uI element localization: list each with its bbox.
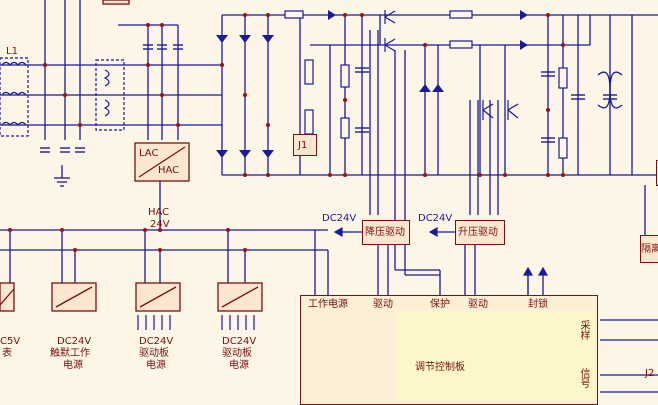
main-inverter-box [656, 160, 658, 186]
isolation-label: 隔离 [641, 244, 658, 255]
buck-drive-label: 降压驱动 [365, 227, 405, 238]
meter-label: 表 [2, 348, 12, 359]
boost-drive-box [455, 220, 505, 245]
dc24v-a-label: DC24V [57, 336, 92, 347]
j1-box [293, 134, 317, 156]
input-inductor [0, 57, 125, 137]
isolation-box [640, 235, 658, 263]
dc24v-c-desc: 驱动板 [222, 348, 252, 359]
hac-label: HAC [158, 165, 180, 176]
transformer-core [597, 71, 623, 109]
diodes [216, 10, 528, 158]
control-board-inner-shade [395, 310, 595, 400]
dc24v-a-sub: 电源 [63, 360, 83, 371]
boost-drive-label: 升压驱动 [458, 227, 498, 238]
dc24v-c-label: DC24V [222, 336, 257, 347]
junction-dots [8, 13, 565, 252]
resistors [284, 10, 568, 159]
arrows [137, 226, 549, 330]
dc24v-b-sub: 电源 [146, 360, 166, 371]
dc24v-right-label: DC24V [418, 213, 453, 224]
ctrl-drive1-label: 驱动 [373, 299, 393, 310]
capacitors [40, 44, 617, 153]
dc5v-label: C5V [0, 336, 21, 347]
ctrl-side2-label: 信号 [578, 368, 589, 388]
hac24v-label: HAC [148, 207, 170, 218]
dc24v-c-sub: 电源 [229, 360, 249, 371]
hac24v-value-label: 24V [150, 219, 170, 230]
j2-label: J2 [645, 368, 655, 379]
ctrl-drive2-label: 驱动 [468, 299, 488, 310]
ctrl-board-title: 调节控制板 [415, 362, 465, 373]
lac-label: LAC [139, 148, 159, 159]
j1-label: J1 [298, 140, 308, 151]
buck-drive-box [362, 220, 410, 245]
l1-label: L1 [6, 46, 18, 57]
ctrl-work-power-label: 工作电源 [308, 299, 348, 310]
dc24v-left-label: DC24V [322, 213, 357, 224]
power-supply-modules [0, 0, 263, 312]
ctrl-protect-label: 保护 [430, 299, 450, 310]
dc24v-b-label: DC24V [139, 336, 174, 347]
dc24v-b-desc: 驱动板 [139, 348, 169, 359]
ground-symbol [54, 165, 70, 187]
transistors [384, 10, 519, 120]
ctrl-side1-label: 采样 [578, 320, 589, 340]
dc24v-a-desc: 触默工作 [50, 348, 90, 359]
ctrl-seal-label: 封锁 [528, 299, 548, 310]
